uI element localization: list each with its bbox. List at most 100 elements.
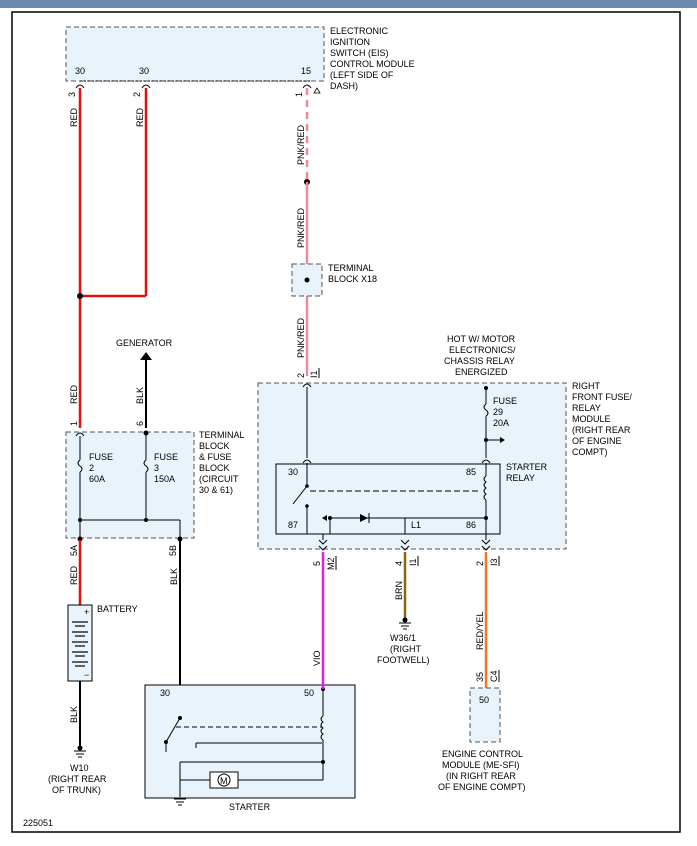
connector-m2: M2 [326,557,336,570]
relay-pin-85: 85 [466,467,476,477]
ecm-label-1: ENGINE CONTROL [442,749,523,759]
eis-label-6: DASH) [330,81,358,91]
eis-label-2: IGNITION [330,37,370,47]
front-fuse-label-2: FRONT FUSE/ [572,392,632,402]
eis-cavity-2: 2 [132,92,142,97]
eis-module-box [65,26,325,82]
generator-label: GENERATOR [116,338,173,348]
fuse29-branch-arrow-icon [500,437,505,443]
eis-conn-30b [141,84,151,89]
red-splice-dot [77,293,83,299]
relay-conn-m2 [318,539,328,551]
starter-pin-50: 50 [304,688,314,698]
ground-w36-icon [399,617,411,630]
fuse-block-pin-5a: 5A [69,545,79,556]
fuse-block-out-5b-dot [177,536,183,542]
fuse3-label-2: 3 [154,463,159,473]
relay-conn-30 [302,459,312,464]
battery-plus-sign: + [84,607,89,617]
fuse2-label-1: FUSE [89,452,113,462]
fuse-block-bus-dot-2 [144,518,148,522]
starter-ground-icon [174,798,186,806]
diagram-id: 225051 [23,818,53,828]
connector-i1-top: I1 [309,370,319,378]
front-fuse-label-3: RELAY [572,403,601,413]
eis-label-1: ELECTRONIC [330,26,389,36]
starter-relay-box [275,463,501,535]
starter-contact-arm [165,717,181,743]
fuse2-icon [77,459,83,473]
battery-label: BATTERY [97,604,138,614]
blk-wire-label-starter: BLK [169,568,179,585]
starter-label: STARTER [229,802,271,812]
pnk-red-label-2: PNK/RED [296,207,306,248]
fuse3-icon [143,459,149,473]
cavity-4: 4 [394,561,404,566]
ground-w10-label-1: W10 [70,763,89,773]
cavity-2: 2 [475,561,485,566]
hot-note-2: ELECTRONICS/ [449,345,516,355]
fuse2-label-3: 60A [89,474,105,484]
connector-i3: I3 [489,558,499,566]
ground-w36-label-3: FOOTWELL) [377,655,430,665]
red-yel-wire-label: RED/YEL [475,611,485,650]
front-fuse-label-1: RIGHT [572,381,601,391]
eis-cavity-1: 1 [294,92,304,97]
cavity-5: 5 [312,561,322,566]
relay-conn-l1 [400,539,410,551]
ecm-label-2: MODULE (ME-SFI) [442,760,520,770]
fuse-block-label-6: 30 & 61) [199,485,233,495]
connector-c4: C4 [489,670,499,682]
front-fuse-label-6: OF ENGINE [572,436,622,446]
eis-label-4: CONTROL MODULE [330,59,415,69]
battery-icon [72,621,88,667]
relay-diode-dot-right [484,516,488,520]
battery-minus-sign: − [84,670,89,680]
pnk-red-label-3: PNK/RED [296,317,306,358]
hot-note-1: HOT W/ MOTOR [447,334,516,344]
fuse-block-label-2: BLOCK [199,441,230,451]
starter-motor-icon: M [209,771,239,789]
ecm-label-3: (IN RIGHT REAR [446,771,516,781]
eis-pin-15: 15 [301,66,311,76]
relay-conn-30-top [302,383,312,388]
starter-relay-label-2: RELAY [506,473,535,483]
relay-switch-arm [292,485,308,505]
relay-cavity-2-top: 2 [296,373,306,378]
eis-label-5: (LEFT SIDE OF [330,70,394,80]
relay-switch-pivot [305,484,309,488]
red-wire-label-battery: RED [69,565,79,585]
starter-solenoid-coil-icon [320,715,324,741]
fuse29-label-3: 20A [493,418,509,428]
fuse-block-label-4: BLOCK [199,463,230,473]
fuse-block-bus-dot-1 [78,518,82,522]
ecm-pin-50: 50 [479,695,489,705]
terminal-x18-label-2: BLOCK X18 [328,274,377,284]
eis-pin-30b: 30 [139,66,149,76]
ground-w36-label-1: W36/1 [390,633,416,643]
blk-wire-label-battery: BLK [69,706,79,723]
fuse2-label-2: 2 [89,463,94,473]
red-wire-label-1: RED [69,107,79,127]
eis-cavity-3: 3 [67,92,77,97]
fuse3-label-1: FUSE [154,452,178,462]
fuse-block-label-5: (CIRCUIT [199,474,239,484]
brn-wire-label: BRN [394,581,404,600]
eis-conn-15 [302,84,312,89]
fuse3-label-3: 150A [154,474,175,484]
vio-wire-label: VIO [312,650,322,666]
front-fuse-label-4: MODULE [572,414,611,424]
hot-note-3: CHASSIS RELAY [444,356,515,366]
relay-pin-87: 87 [288,520,298,530]
generator-arrow-icon [140,352,152,360]
svg-text:M: M [220,776,228,786]
starter-relay-label-1: STARTER [506,462,548,472]
fuse-block-pin-5b: 5B [168,545,178,556]
hot-note-4: ENERGIZED [455,367,508,377]
starter-pin-30: 30 [160,688,170,698]
terminal-x18-label-1: TERMINAL [328,263,374,273]
relay-diode-icon [360,514,368,522]
terminal-x18-dot [304,277,310,283]
fuse29-label-2: 29 [493,407,503,417]
front-fuse-label-5: (RIGHT REAR [572,425,631,435]
